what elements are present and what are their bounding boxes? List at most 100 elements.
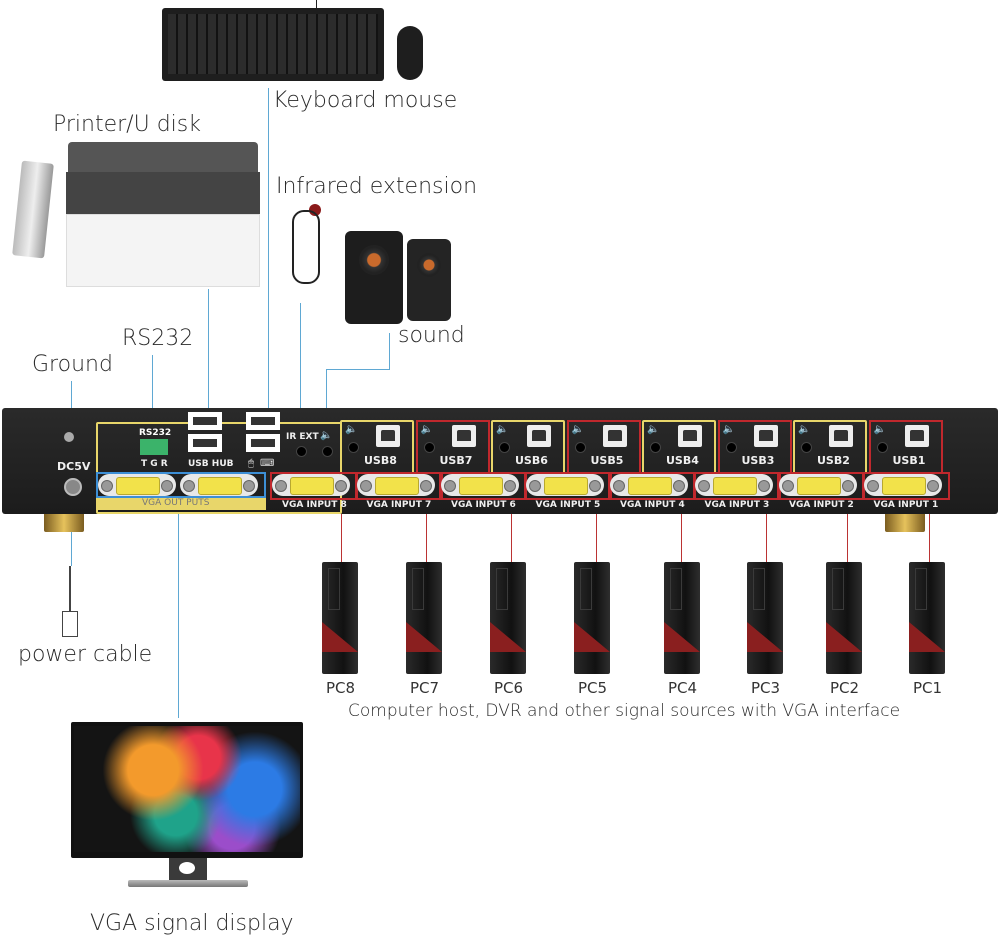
pc-connection-line xyxy=(847,514,848,562)
audio-jack[interactable] xyxy=(725,442,737,453)
keyboard-icon: ⌨ xyxy=(260,458,275,469)
audio-jack[interactable] xyxy=(876,442,888,453)
usb-port-label: USB2 xyxy=(817,454,850,467)
audio-jack[interactable] xyxy=(348,442,359,453)
speaker-icon: 🔈 xyxy=(722,424,735,435)
keyboard-mouse-port-2[interactable] xyxy=(246,434,280,452)
pc-label: PC5 xyxy=(578,679,608,697)
vga-input-port[interactable] xyxy=(525,474,604,496)
pc-tower-image xyxy=(322,562,358,674)
printer-udisk-label: Printer/U disk xyxy=(53,112,201,137)
vga-output-2[interactable] xyxy=(180,474,258,496)
usb-hub-label: USB HUB xyxy=(188,459,234,469)
vga-input-label: VGA INPUT 2 xyxy=(789,500,854,510)
usb-b-port[interactable] xyxy=(376,425,400,447)
audio-jack[interactable] xyxy=(423,442,435,453)
pc-tower-image xyxy=(406,562,442,674)
pc-tower-image xyxy=(490,562,526,674)
speakers-image xyxy=(345,231,453,324)
usb-hub-port-1[interactable] xyxy=(188,412,222,430)
vga-input-label: VGA INPUT 7 xyxy=(366,500,432,510)
speaker-icon: 🔈 xyxy=(571,424,584,435)
usb-hub-port-2[interactable] xyxy=(188,434,222,452)
power-connector-line xyxy=(71,500,72,566)
speaker-icon: 🔈 xyxy=(496,424,509,435)
rs232-label: RS232 xyxy=(122,326,194,351)
pc-connection-line xyxy=(511,514,512,562)
vga-input-port[interactable] xyxy=(779,474,857,496)
sources-caption: Computer host, DVR and other signal sour… xyxy=(348,701,901,721)
dc-power-jack[interactable] xyxy=(64,478,82,496)
keyboard-cable xyxy=(316,0,317,8)
vga-input-port[interactable] xyxy=(356,474,435,496)
audio-out-jack[interactable] xyxy=(322,446,333,457)
vga-outputs-label: VGA OUT PUTS xyxy=(142,498,210,508)
pc-label: PC7 xyxy=(410,679,440,697)
pc-label: PC6 xyxy=(494,679,524,697)
usb-port-label: USB4 xyxy=(666,454,699,467)
printer-image xyxy=(66,142,260,287)
audio-jack[interactable] xyxy=(650,442,661,453)
vga-output-connector-line xyxy=(178,500,179,718)
vga-outputs-label-bar xyxy=(96,498,266,510)
speaker-icon: 🔈 xyxy=(873,424,886,435)
keyboard-mouse-port-1[interactable] xyxy=(246,412,280,430)
vga-input-port[interactable] xyxy=(694,474,773,496)
audio-jack[interactable] xyxy=(574,442,586,453)
vga-output-1[interactable] xyxy=(98,474,176,496)
ground-connector-line xyxy=(71,381,72,419)
usb-b-port[interactable] xyxy=(829,425,853,447)
pc-label: PC2 xyxy=(830,679,860,697)
pc-label: PC1 xyxy=(913,679,943,697)
vga-input-port[interactable] xyxy=(441,474,519,496)
audio-jack[interactable] xyxy=(801,442,812,453)
rs232-port-label: RS232 xyxy=(139,428,172,438)
vga-input-port[interactable] xyxy=(272,474,350,496)
speaker-icon: 🔈 xyxy=(420,424,433,435)
pc-connection-line xyxy=(681,514,682,562)
ir-sensor-image xyxy=(287,204,327,294)
mouse-icon: 🖱 xyxy=(248,458,254,469)
monitor-base xyxy=(128,880,248,887)
speaker-icon: 🔈 xyxy=(798,424,811,435)
vga-input-port[interactable] xyxy=(863,474,942,496)
audio-jack[interactable] xyxy=(499,442,510,453)
usb-port-label: USB6 xyxy=(515,454,548,467)
pc-connection-line xyxy=(929,514,930,562)
ir-ext-jack[interactable] xyxy=(296,446,307,457)
usb-b-port[interactable] xyxy=(527,425,551,447)
sound-connector-line-b xyxy=(326,369,390,370)
keyboard-keys xyxy=(168,14,378,74)
usb-b-port[interactable] xyxy=(678,425,702,447)
speaker-icon: 🔈 xyxy=(345,424,358,435)
usb-disk-image xyxy=(12,160,54,259)
sound-label: sound xyxy=(398,323,465,348)
rs232-terminal[interactable] xyxy=(140,439,168,455)
kvm-switch-rear-panel: DC5V RS232 T G R USB HUB 🖱 ⌨ IR EXT 🔈 VG… xyxy=(2,408,998,514)
monitor-screen-art xyxy=(74,726,300,852)
ground-label: Ground xyxy=(32,352,113,377)
power-cable-label: power cable xyxy=(18,642,153,667)
device-foot-left xyxy=(44,512,84,532)
vga-signal-display-label: VGA signal display xyxy=(90,911,294,936)
usb-port-label: USB5 xyxy=(590,454,624,467)
vga-input-label: VGA INPUT 6 xyxy=(451,500,516,510)
vga-input-label: VGA INPUT 3 xyxy=(704,500,770,510)
usb-b-port[interactable] xyxy=(904,425,929,447)
usb-port-label: USB1 xyxy=(892,454,926,467)
pc-label: PC8 xyxy=(326,679,356,697)
pc-tower-image xyxy=(909,562,945,674)
usb-b-port[interactable] xyxy=(451,425,476,447)
pc-connection-line xyxy=(596,514,597,562)
pc-tower-image xyxy=(826,562,862,674)
ir-connector-line xyxy=(300,303,301,428)
pc-tower-image xyxy=(747,562,783,674)
vga-input-label: VGA INPUT 1 xyxy=(873,500,939,510)
vga-input-port[interactable] xyxy=(610,474,688,496)
mouse-image xyxy=(397,26,423,80)
vga-input-label: VGA INPUT 5 xyxy=(535,500,601,510)
usb-b-port[interactable] xyxy=(753,425,778,447)
vga-input-label: VGA INPUT 4 xyxy=(620,500,685,510)
printer-connector-line xyxy=(208,289,209,414)
usb-b-port[interactable] xyxy=(602,425,627,447)
